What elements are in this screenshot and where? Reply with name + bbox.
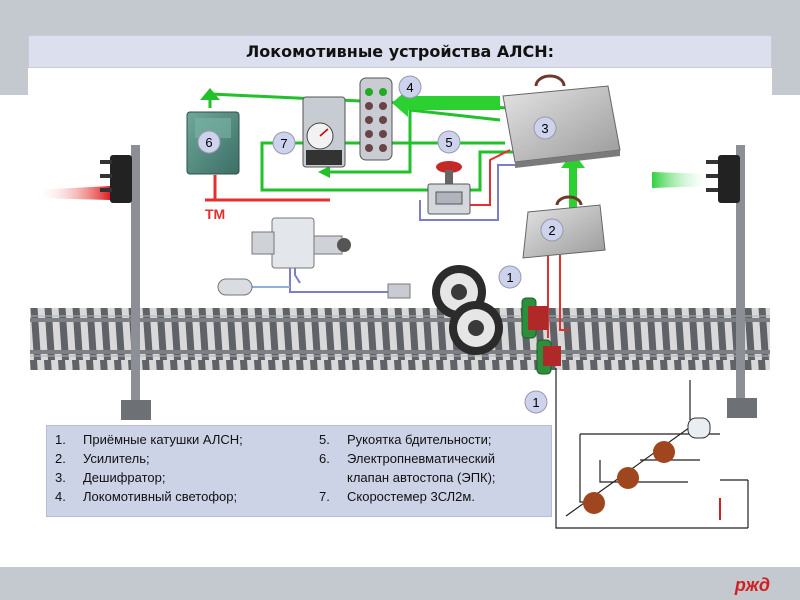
- legend-item: 6.Электропневматический: [319, 451, 495, 466]
- left-wayside-signal: [100, 145, 151, 420]
- speedometer: [302, 96, 346, 168]
- receiver-coils: [521, 297, 561, 375]
- label-6: 6: [205, 135, 212, 150]
- right-wayside-signal: [706, 145, 757, 418]
- rzd-logo: ржд: [734, 575, 770, 595]
- label-4: 4: [406, 80, 413, 95]
- locomotive-signal: [359, 77, 393, 161]
- decoder: [502, 74, 621, 168]
- label-7: 7: [280, 136, 287, 151]
- red-wiring: [205, 149, 570, 338]
- vigilance-handle: [427, 161, 471, 215]
- number-badges: 6 7 4 5 3 2 1 1: [197, 75, 564, 414]
- green-signal-beam: [652, 172, 712, 188]
- label-2: 2: [548, 223, 555, 238]
- epk-arrow-head: [200, 88, 220, 100]
- track-circuit-components: [583, 417, 721, 520]
- page-title: Локомотивные устройства АЛСН:: [245, 42, 555, 61]
- legend-item: 7.Скоростемер 3СЛ2м.: [319, 489, 475, 504]
- legend-item: 5.Рукоятка бдительности;: [319, 432, 492, 447]
- legend-item: 1.Приёмные катушки АЛСН;: [55, 432, 243, 447]
- bottom-band: [0, 567, 800, 600]
- legend-item: 4.Локомотивный светофор;: [55, 489, 238, 504]
- brake-valve: [217, 217, 411, 299]
- speedometer-arrow-head: [318, 166, 330, 178]
- legend-box: 1.Приёмные катушки АЛСН; 2.Усилитель; 3.…: [46, 425, 552, 517]
- railway-track: [30, 308, 770, 370]
- green-signal-arrows: [392, 89, 585, 228]
- legend-item: клапан автостопа (ЭПК);: [347, 470, 496, 485]
- legend-item: 2.Усилитель;: [55, 451, 150, 466]
- label-3: 3: [541, 121, 548, 136]
- label-5: 5: [445, 135, 452, 150]
- legend-item: 3.Дешифратор;: [55, 470, 166, 485]
- red-signal-beam: [35, 186, 110, 200]
- title-bar: Локомотивные устройства АЛСН:: [28, 35, 772, 68]
- label-1-bottom: 1: [532, 395, 539, 410]
- tm-label: ТМ: [205, 206, 225, 222]
- legend-right-column: 5.Рукоятка бдительности; 6.Электропневма…: [319, 430, 496, 506]
- legend-left-column: 1.Приёмные катушки АЛСН; 2.Усилитель; 3.…: [55, 430, 243, 506]
- label-1-top: 1: [506, 270, 513, 285]
- amplifier: [522, 195, 606, 259]
- wheelset-lower: [449, 301, 503, 355]
